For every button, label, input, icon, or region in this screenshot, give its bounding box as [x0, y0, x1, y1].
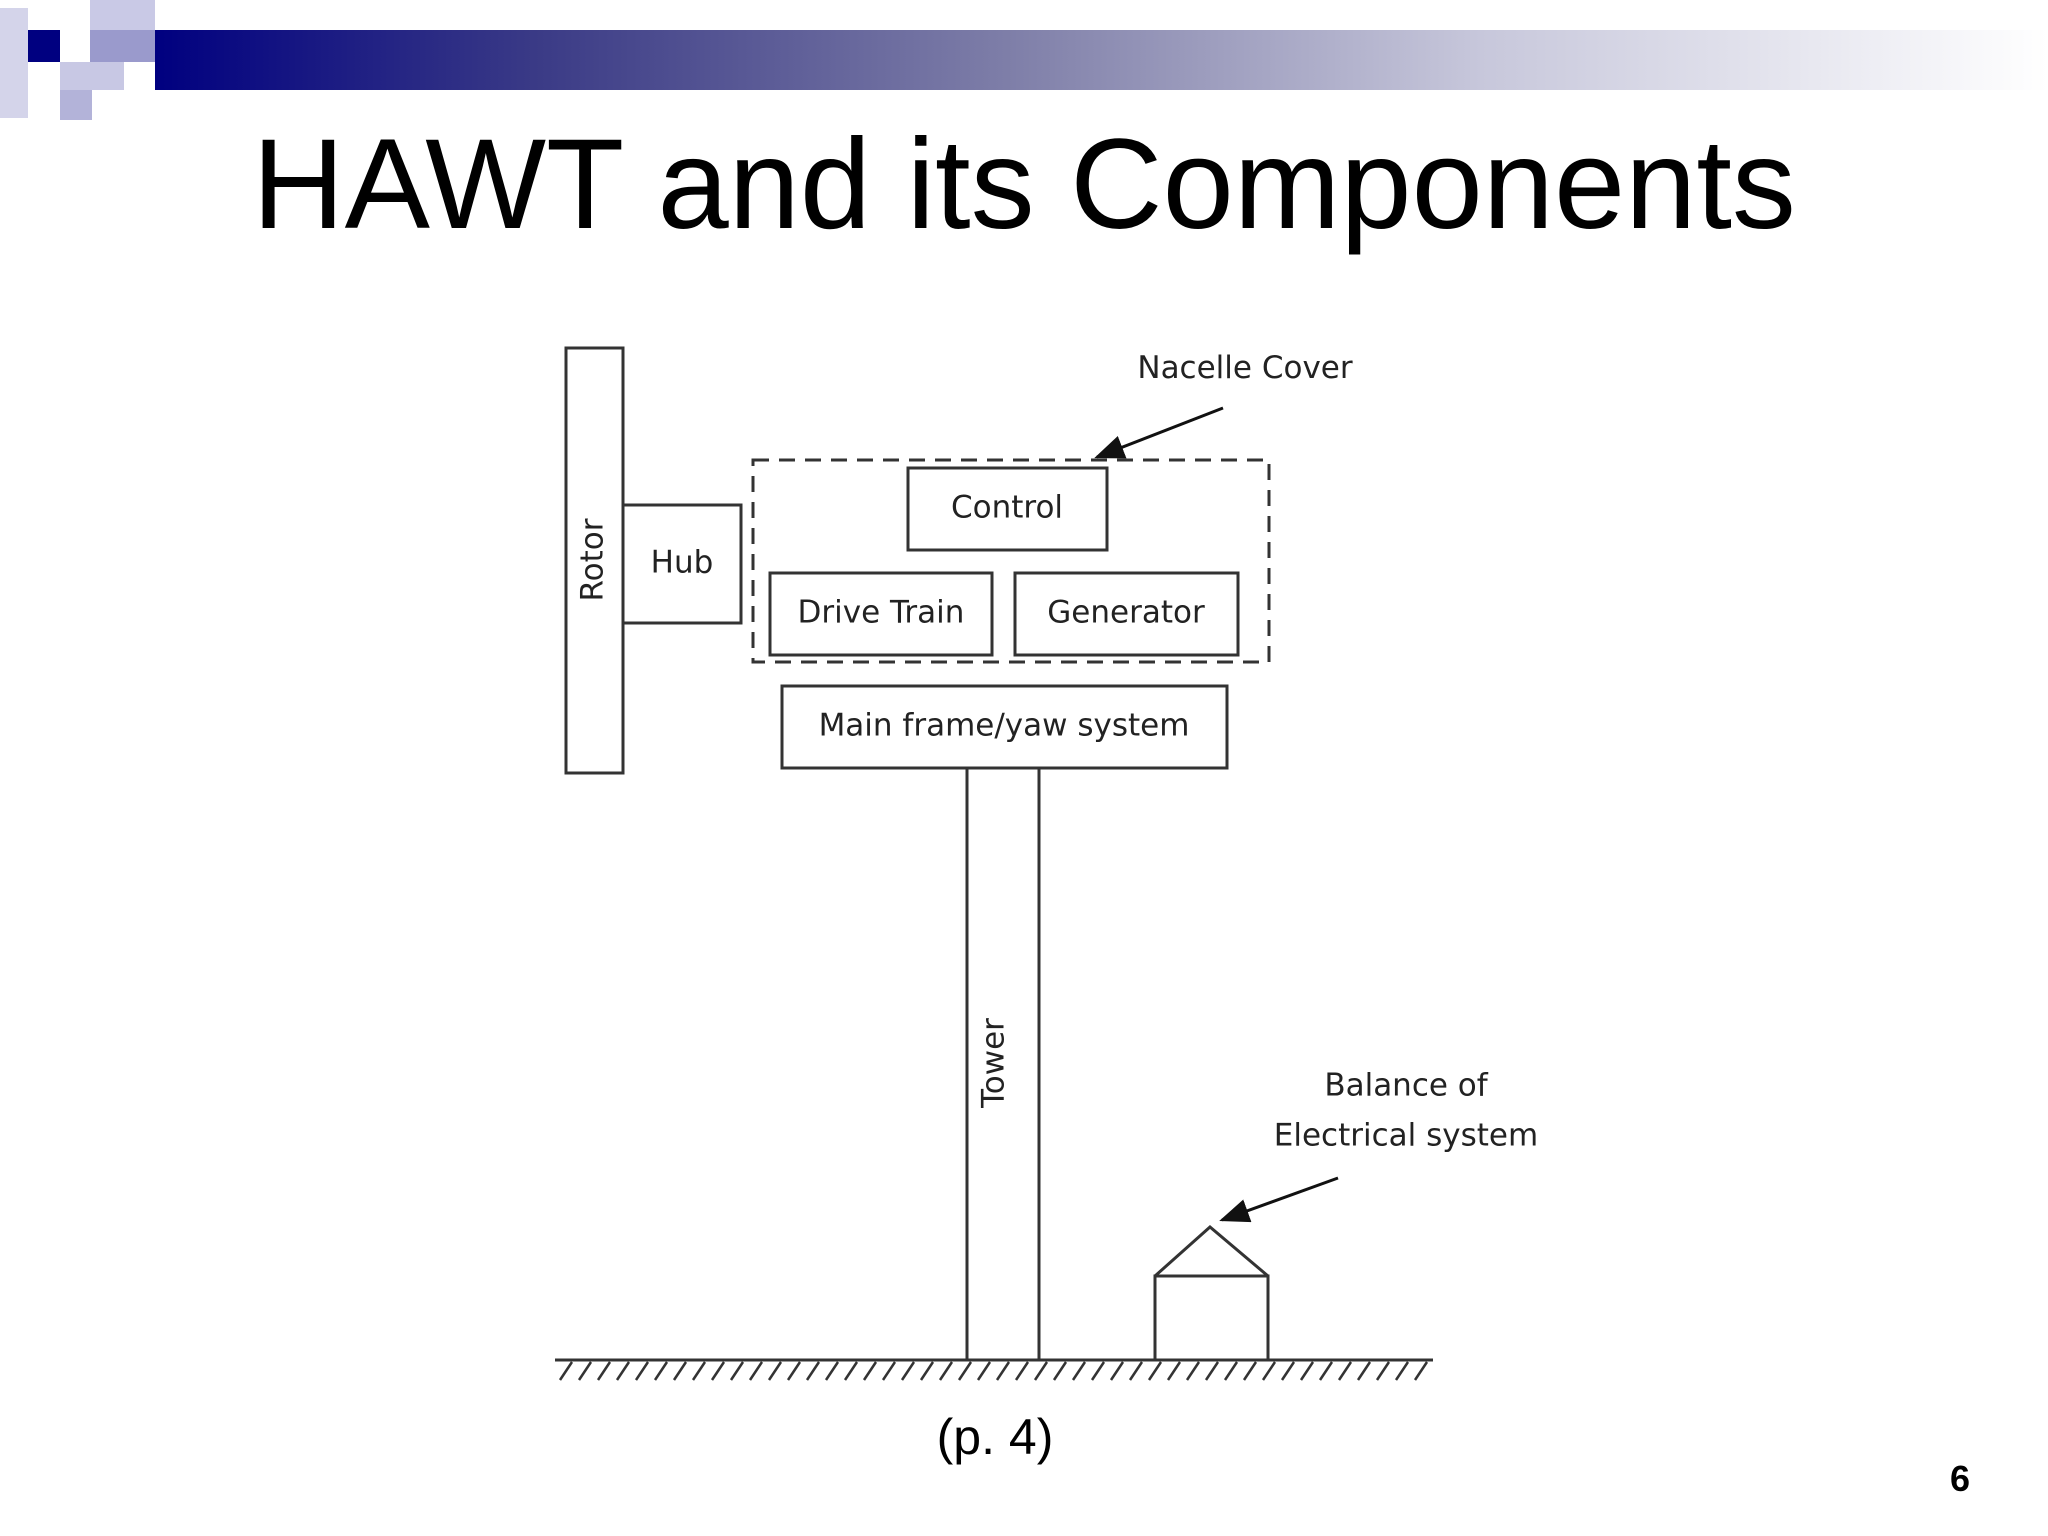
- ground-hatch-mark: [976, 1361, 992, 1381]
- ground-hatch-mark: [1299, 1361, 1315, 1381]
- main-frame-label: Main frame/yaw system: [819, 708, 1190, 744]
- ground-hatch-mark: [1052, 1361, 1068, 1381]
- deco-square-navy: [28, 30, 60, 62]
- ground-hatch-mark: [1375, 1361, 1391, 1381]
- ground-hatch-mark: [558, 1361, 574, 1381]
- deco-square-light-4: [60, 90, 92, 120]
- ground-hatch-mark: [900, 1361, 916, 1381]
- balance-label-line1: Balance of: [1324, 1068, 1488, 1104]
- ground-hatch-mark: [691, 1361, 707, 1381]
- ground-hatch-mark: [1356, 1361, 1372, 1381]
- hub-label: Hub: [651, 545, 714, 581]
- nacelle-cover-label: Nacelle Cover: [1137, 350, 1352, 386]
- balance-house-roof: [1154, 1225, 1269, 1278]
- rotor-label: Rotor: [575, 518, 611, 601]
- ground-hatch-mark: [805, 1361, 821, 1381]
- deco-square-light-3: [60, 62, 124, 90]
- ground-hatch-mark: [1090, 1361, 1106, 1381]
- ground-hatch-mark: [1071, 1361, 1087, 1381]
- balance-arrow: [1219, 1176, 1339, 1223]
- ground-hatch-mark: [729, 1361, 745, 1381]
- ground-hatching: [558, 1361, 1429, 1381]
- ground-hatch-mark: [919, 1361, 935, 1381]
- ground-hatch-mark: [767, 1361, 783, 1381]
- main-frame-box: [780, 684, 1229, 770]
- control-label: Control: [951, 490, 1063, 526]
- ground-hatch-mark: [1318, 1361, 1334, 1381]
- ground-hatch-mark: [615, 1361, 631, 1381]
- balance-house-box: [1153, 1274, 1270, 1362]
- control-box: [906, 466, 1109, 552]
- nacelle-cover-box: [751, 458, 1271, 664]
- ground-hatch-mark: [1033, 1361, 1049, 1381]
- page-number: 6: [1949, 1458, 1970, 1499]
- ground-hatch-mark: [672, 1361, 688, 1381]
- ground-hatch-mark: [862, 1361, 878, 1381]
- ground-hatch-mark: [577, 1361, 593, 1381]
- ground-hatch-mark: [1166, 1361, 1182, 1381]
- ground-hatch-mark: [596, 1361, 612, 1381]
- figure-caption: (p. 4): [936, 1409, 1054, 1465]
- drive-train-label: Drive Train: [798, 595, 965, 631]
- ground-hatch-mark: [995, 1361, 1011, 1381]
- ground-hatch-mark: [1204, 1361, 1220, 1381]
- generator-box: [1013, 571, 1240, 657]
- title-accent-bar: [155, 30, 2048, 90]
- tower-label: Tower: [976, 1018, 1012, 1109]
- ground-hatch-mark: [1185, 1361, 1201, 1381]
- drive-train-box: [768, 571, 994, 657]
- nacelle-cover-arrow: [1094, 406, 1224, 459]
- deco-square-light-2: [90, 0, 155, 30]
- ground-hatch-mark: [1128, 1361, 1144, 1381]
- ground-hatch-mark: [938, 1361, 954, 1381]
- deco-square-mid: [90, 30, 155, 62]
- ground-hatch-mark: [1147, 1361, 1163, 1381]
- ground-hatch-mark: [1261, 1361, 1277, 1381]
- deco-square-light-1: [0, 8, 28, 118]
- ground-hatch-mark: [824, 1361, 840, 1381]
- ground-hatch-mark: [653, 1361, 669, 1381]
- ground-hatch-mark: [843, 1361, 859, 1381]
- ground-hatch-mark: [1242, 1361, 1258, 1381]
- ground-hatch-mark: [748, 1361, 764, 1381]
- ground-hatch-mark: [1223, 1361, 1239, 1381]
- ground-hatch-mark: [1394, 1361, 1410, 1381]
- ground-hatch-mark: [634, 1361, 650, 1381]
- hub-box: [621, 503, 743, 625]
- generator-label: Generator: [1047, 595, 1205, 631]
- slide-title: HAWT and its Components: [252, 113, 1796, 256]
- ground-hatch-mark: [881, 1361, 897, 1381]
- ground-hatch-mark: [957, 1361, 973, 1381]
- ground-hatch-mark: [1337, 1361, 1353, 1381]
- ground-hatch-mark: [1109, 1361, 1125, 1381]
- ground-hatch-mark: [1280, 1361, 1296, 1381]
- balance-label-line2: Electrical system: [1274, 1118, 1538, 1154]
- ground-hatch-mark: [1413, 1361, 1429, 1381]
- ground-hatch-mark: [786, 1361, 802, 1381]
- ground-hatch-mark: [710, 1361, 726, 1381]
- ground-hatch-mark: [1014, 1361, 1030, 1381]
